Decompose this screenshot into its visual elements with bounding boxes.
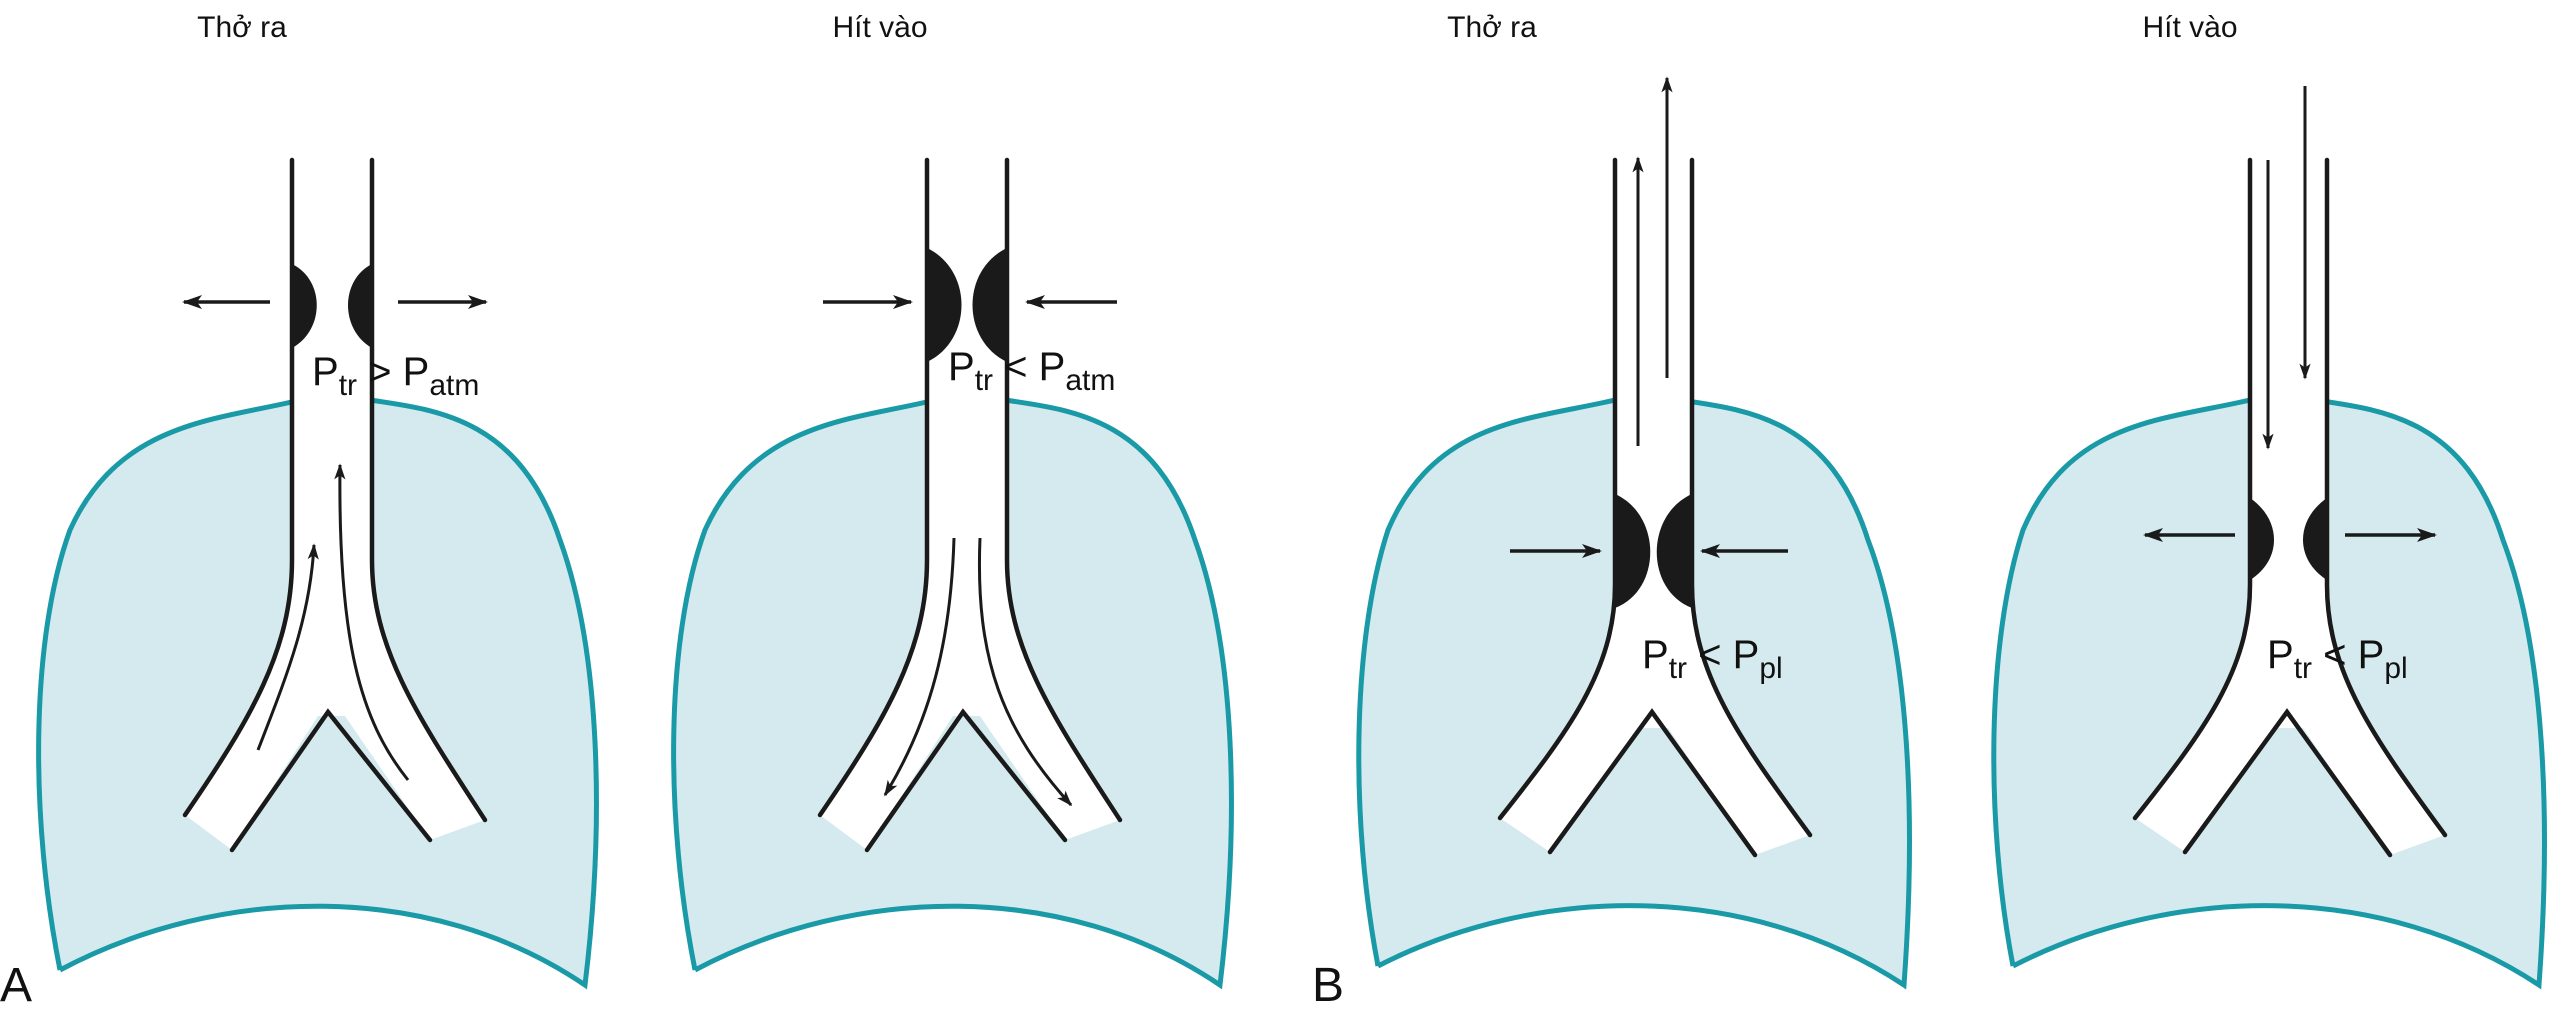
trachea-wall-right	[1689, 157, 1813, 838]
panel-title: Thở ra	[197, 11, 287, 44]
collapse-bulge-right	[348, 264, 372, 348]
panel-title: Hít vào	[832, 11, 927, 44]
pressure-label: Ptr < Patm	[948, 345, 1115, 397]
trachea-wall-right	[2324, 157, 2448, 838]
panel-title: Thở ra	[1447, 11, 1537, 44]
airway-lumen	[185, 160, 485, 850]
airway-lumen	[1500, 160, 1810, 855]
pressure-label: Ptr > Patm	[312, 350, 479, 402]
lung-border	[671, 397, 1234, 990]
airflow-arrow-right	[334, 463, 410, 781]
airway-lumen	[2135, 160, 2445, 855]
airflow-arrow-left	[256, 543, 319, 751]
panel-a-inspiration: Hít vào Ptr < Patm	[671, 11, 1234, 990]
carina	[1547, 708, 1758, 858]
trachea-wall-right	[1004, 157, 1123, 823]
trachea-wall-left	[1497, 157, 1618, 821]
panel-b-expiration: Thở ra Ptr < Ppl B	[1312, 11, 1912, 1012]
airway-lumen	[820, 160, 1120, 850]
collapse-bulge-right	[2303, 498, 2327, 580]
collapse-bulge-left	[927, 248, 962, 362]
lung-border	[1356, 397, 1912, 990]
carina	[229, 708, 433, 853]
collapse-bulge-left	[2250, 498, 2274, 580]
airflow-arrow-left	[883, 537, 956, 797]
panel-letter: A	[0, 959, 32, 1012]
panel-a-expiration: Thở ra Ptr > Patm A	[0, 11, 599, 1012]
panel-letter: B	[1312, 959, 1344, 1012]
trachea-wall-left	[2132, 157, 2253, 821]
carina	[864, 708, 1068, 853]
pressure-label: Ptr < Ppl	[2267, 633, 2408, 685]
panel-title: Hít vào	[2142, 11, 2237, 44]
collapse-bulge-right	[1656, 494, 1692, 608]
airflow-arrow-right	[977, 537, 1073, 807]
trachea-wall-right	[369, 157, 488, 823]
panel-b-inspiration: Hít vào Ptr < Ppl	[1991, 11, 2547, 990]
carina	[2182, 708, 2393, 858]
trachea-wall-left	[817, 157, 930, 818]
collapse-bulge-left	[1615, 494, 1651, 608]
pressure-label: Ptr < Ppl	[1642, 633, 1783, 685]
lung-border	[36, 397, 599, 990]
lung-border	[1991, 397, 2547, 990]
collapse-bulge-left	[292, 264, 317, 348]
trachea-wall-left	[182, 157, 295, 818]
collapse-bulge-right	[972, 248, 1007, 362]
